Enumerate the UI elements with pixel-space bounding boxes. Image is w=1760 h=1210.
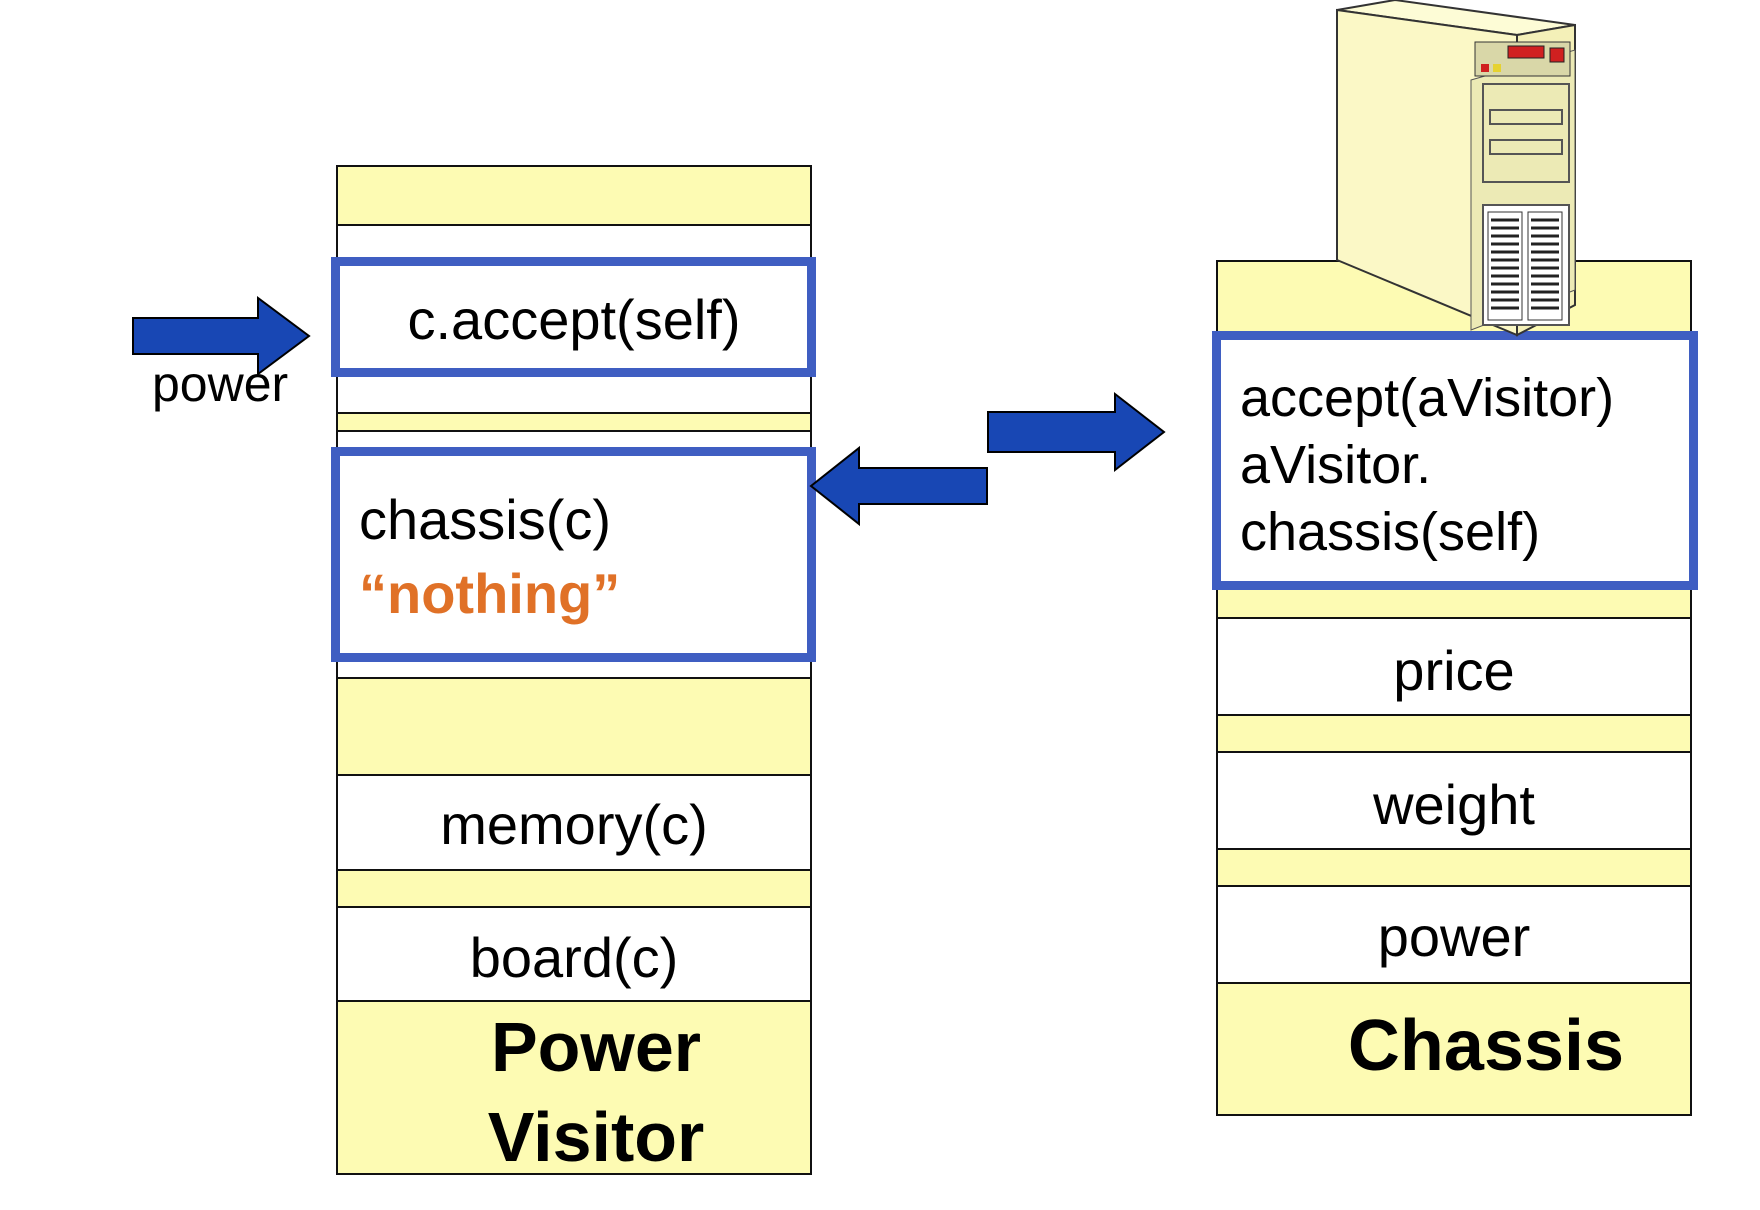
left-band-3 xyxy=(336,677,812,777)
chassis-method-highlight xyxy=(331,447,816,662)
power-visitor-label-line2: Visitor xyxy=(487,1098,705,1176)
weight-field: weight xyxy=(1373,773,1535,836)
accept-method-line2: aVisitor. xyxy=(1240,435,1432,495)
arrow-left-icon xyxy=(809,445,988,527)
right-label-box xyxy=(1216,982,1692,1116)
chassis-method-text: chassis(c) xyxy=(359,488,612,551)
left-slot-board xyxy=(336,906,812,1003)
right-slot-weight xyxy=(1216,751,1692,851)
arrow-right-icon xyxy=(132,296,311,376)
chassis-label: Chassis xyxy=(1347,1006,1625,1086)
accept-call-highlight xyxy=(331,257,816,377)
right-band-3 xyxy=(1216,848,1692,888)
left-band-2 xyxy=(336,412,812,432)
accept-method-line3: chassis(self) xyxy=(1240,502,1541,562)
left-band-top xyxy=(336,165,812,227)
power-visitor-label-line1: Power xyxy=(490,1008,702,1086)
price-field: price xyxy=(1393,639,1515,702)
right-slot-price xyxy=(1216,617,1692,717)
accept-method-line1: accept(aVisitor) xyxy=(1240,368,1615,428)
right-band-2 xyxy=(1216,714,1692,754)
nothing-note: “nothing” xyxy=(359,562,621,625)
left-label-box xyxy=(336,1000,812,1175)
incoming-call-label: power xyxy=(152,356,289,412)
accept-method-highlight xyxy=(1212,331,1698,590)
board-method-text: board(c) xyxy=(469,926,679,989)
power-field: power xyxy=(1377,905,1531,968)
accept-call-text: c.accept(self) xyxy=(407,288,741,351)
memory-method-text: memory(c) xyxy=(440,793,708,856)
left-band-4 xyxy=(336,869,812,909)
arrow-right-icon xyxy=(987,391,1166,473)
server-tower-icon xyxy=(1336,0,1576,337)
